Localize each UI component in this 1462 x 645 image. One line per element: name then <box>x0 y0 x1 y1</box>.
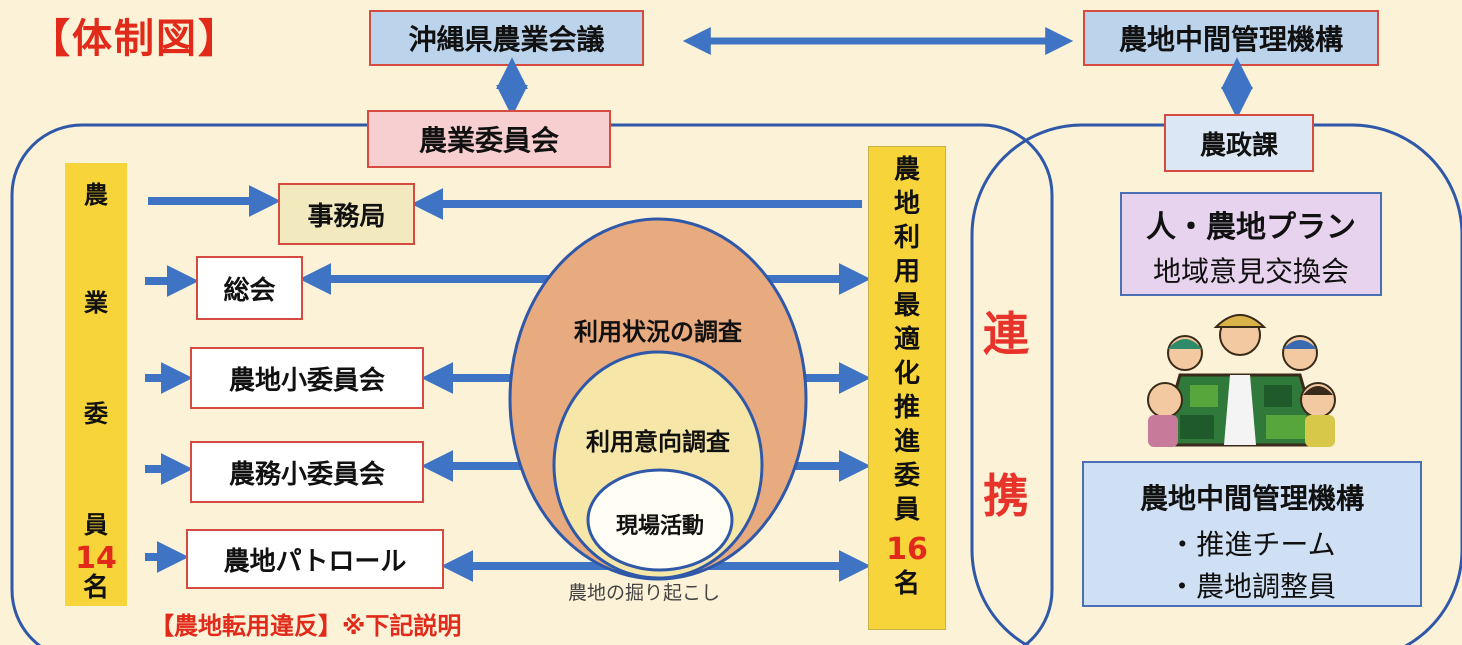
left-column-unit: 名 <box>82 573 109 603</box>
right-column-char-3: 利 <box>893 223 920 253</box>
intermediary-item-2: ・農地調整員 <box>1167 570 1336 603</box>
right-column-char-11: 員 <box>893 495 920 525</box>
inner-circle-label: 現場活動 <box>615 514 704 539</box>
right-column-char-1: 農 <box>893 155 920 185</box>
renkei-char-1: 連 <box>983 307 1029 361</box>
renkei-char-2: 携 <box>983 469 1029 523</box>
intermediary-org-box: 農地中間管理機構 ・推進チーム ・農地調整員 <box>1082 461 1422 607</box>
right-column-char-5: 最 <box>893 291 920 321</box>
plan-title: 人・農地プラン <box>1146 210 1356 245</box>
agri-affairs-subcommittee-box: 農務小委員会 <box>190 441 424 503</box>
agri-committee-box: 農業委員会 <box>367 110 611 168</box>
secretariat-box: 事務局 <box>278 183 415 245</box>
middle-circle-label: 利用意向調査 <box>586 428 730 456</box>
left-column-char-2: 業 <box>84 289 108 317</box>
okinawa-agri-council-box: 沖縄県農業会議 <box>369 10 644 66</box>
farmland-patrol-box: 農地パトロール <box>186 529 444 589</box>
diagram-title: 【体制図】 <box>30 16 240 62</box>
general-meeting-box: 総会 <box>196 256 303 320</box>
dig-up-caption: 農地の掘り起こし <box>568 582 721 604</box>
outer-circle-label: 利用状況の調査 <box>574 318 742 346</box>
intermediary-title: 農地中間管理機構 <box>1139 482 1364 515</box>
agri-policy-box: 農政課 <box>1164 114 1314 172</box>
people-land-plan-box: 人・農地プラン 地域意見交換会 <box>1120 192 1382 296</box>
farmland-optimization-members-column: 農 地 利 用 最 適 化 推 進 委 員 16 名 <box>868 146 946 630</box>
right-column-char-6: 適 <box>893 325 920 355</box>
right-column-char-2: 地 <box>893 189 920 219</box>
right-column-unit: 名 <box>893 569 920 599</box>
right-column-char-4: 用 <box>893 257 920 287</box>
left-column-char-4: 員 <box>84 511 108 539</box>
plan-subtitle: 地域意見交換会 <box>1152 255 1349 288</box>
right-column-char-7: 化 <box>893 359 920 389</box>
right-column-char-9: 進 <box>893 427 920 457</box>
intermediary-org-top-box: 農地中間管理機構 <box>1083 10 1379 66</box>
left-column-count: 14 <box>75 541 117 576</box>
left-column-char-1: 農 <box>84 181 108 209</box>
right-column-char-8: 推 <box>893 393 920 423</box>
right-column-count: 16 <box>886 532 928 567</box>
right-column-char-10: 委 <box>893 461 920 491</box>
inner-survey-circle <box>586 468 734 572</box>
farmland-subcommittee-box: 農地小委員会 <box>190 347 424 409</box>
agri-committee-members-column: 農 業 委 員 14 名 <box>65 163 127 606</box>
left-column-char-3: 委 <box>84 400 108 428</box>
people-around-map-illustration <box>1147 314 1336 447</box>
intermediary-item-1: ・推進チーム <box>1168 528 1336 561</box>
farmland-violation-note: 【農地転用違反】※下記説明 <box>150 612 462 640</box>
